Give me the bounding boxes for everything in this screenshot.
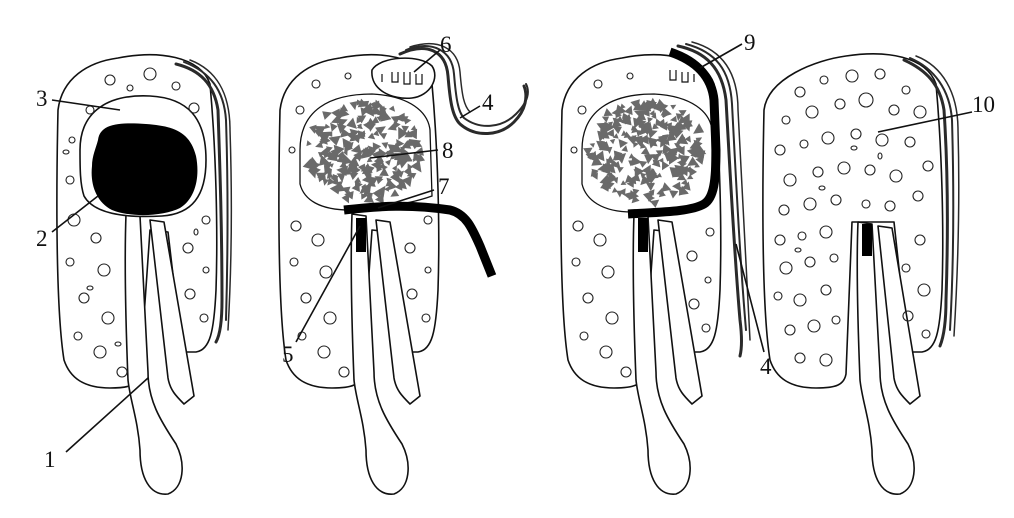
panel-1-extraction-socket: 1 2 3 <box>36 55 231 494</box>
label-6: 6 <box>440 32 452 57</box>
panel-3-flap-closure: 9 4 <box>561 30 772 494</box>
label-1: 1 <box>44 447 56 472</box>
alveolar-bone-panel-4 <box>763 54 943 388</box>
label-9: 9 <box>744 30 756 55</box>
root-filling-panel-4 <box>862 224 872 256</box>
label-8: 8 <box>442 138 454 163</box>
label-2: 2 <box>36 226 48 251</box>
label-4a: 4 <box>482 90 494 115</box>
panel-4-healed-bone: 10 <box>763 54 995 494</box>
root-filling-panel-2 <box>356 218 366 252</box>
root-filling-panel-3 <box>638 218 648 252</box>
label-5: 5 <box>282 342 294 367</box>
panel-2-graft-and-membrane: 5 6 7 8 4 <box>279 32 528 494</box>
infected-tissue-panel-1 <box>92 123 198 215</box>
label-7: 7 <box>438 174 450 199</box>
label-10: 10 <box>972 92 995 117</box>
label-3: 3 <box>36 86 48 111</box>
leader-4a <box>460 106 480 118</box>
